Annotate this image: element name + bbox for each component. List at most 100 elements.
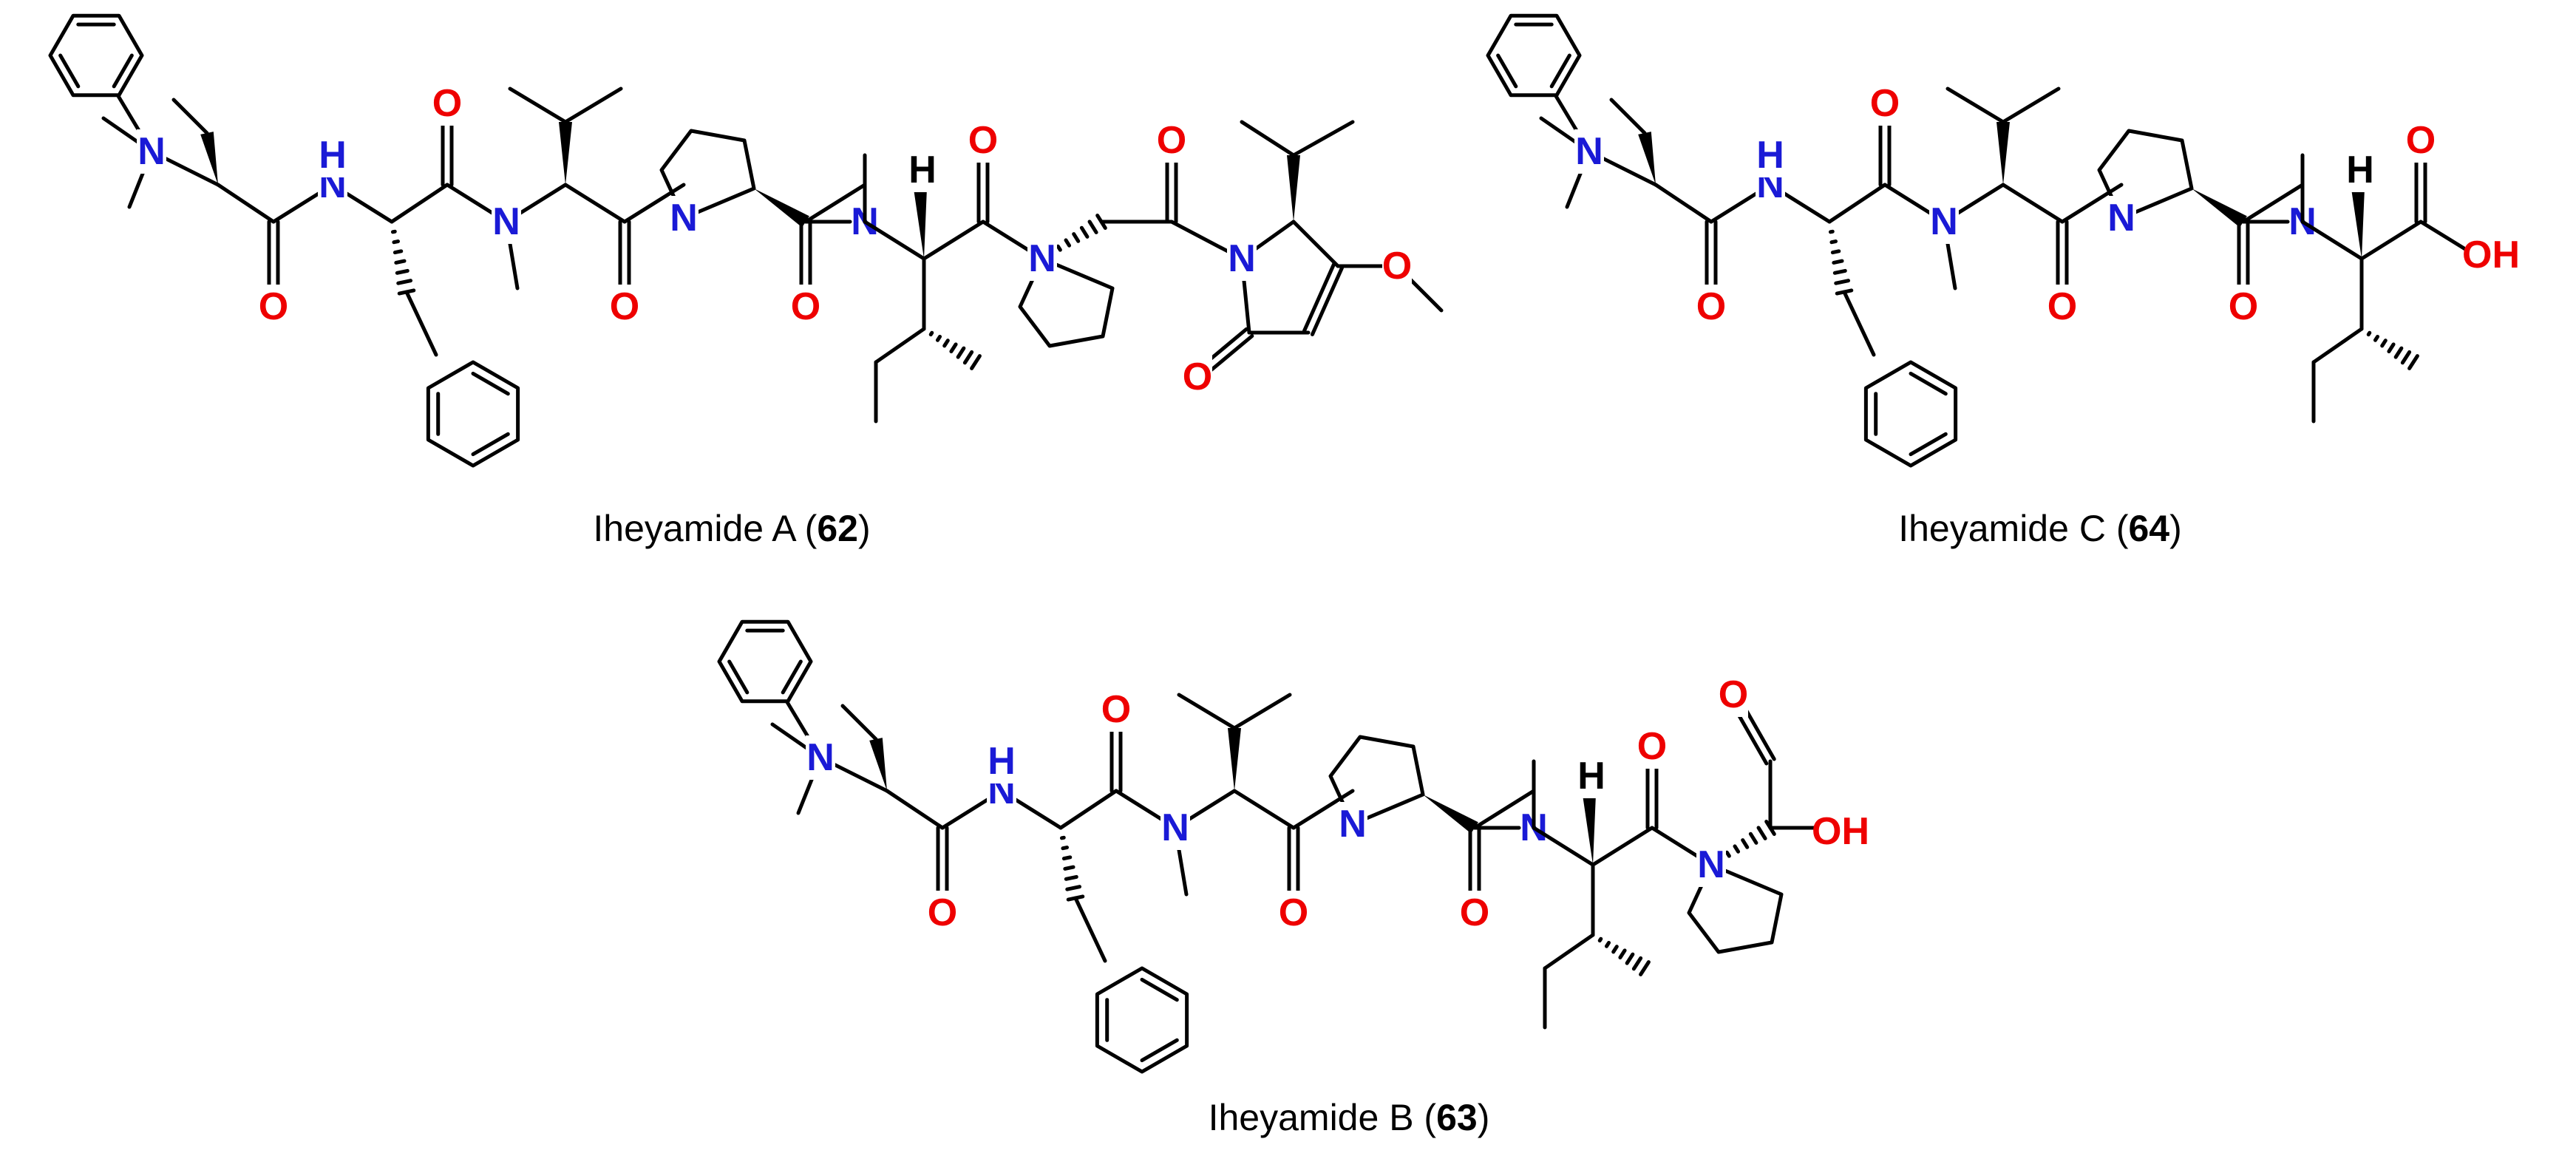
pyrrolidine-ring	[1018, 256, 1115, 348]
bond	[2001, 86, 2061, 124]
bond	[563, 183, 627, 224]
oxygen-atom: O	[791, 285, 820, 328]
stereo-hydrogen: H	[908, 149, 937, 191]
compound-number-c: 64	[2128, 508, 2169, 549]
bond	[216, 183, 276, 224]
hash-bond	[1828, 229, 1835, 234]
wedge-bond	[200, 132, 218, 185]
hash-bond	[1056, 244, 1062, 252]
bond	[2001, 183, 2064, 224]
pyrrolidine-ring	[1687, 863, 1784, 954]
oxygen-atom: O	[1183, 356, 1212, 398]
stereo-hydrogen: H	[2346, 149, 2374, 191]
hash-bond	[390, 229, 397, 234]
oxygen-atom: O	[610, 285, 639, 328]
hash-bond	[949, 342, 958, 354]
hash-bond	[1063, 865, 1075, 871]
atom-mask	[259, 285, 288, 329]
hash-bond	[1059, 835, 1066, 840]
nitrogen-atom: N	[2107, 197, 2135, 239]
nitrogen-atom: N	[1930, 200, 1958, 243]
hydroxyl-group: OH	[1812, 810, 1869, 853]
compound-label-b: Iheyamide B (63)	[1209, 1097, 1490, 1138]
nitrogen-atom: N	[1697, 843, 1725, 886]
bond	[1532, 826, 1595, 867]
atom-mask	[2345, 148, 2375, 192]
hash-bond	[928, 330, 934, 337]
bond	[1073, 896, 1107, 963]
atom-mask	[1460, 891, 1489, 935]
hash-bond	[1756, 826, 1767, 840]
atom-mask	[1382, 244, 1412, 288]
bond	[1291, 789, 1355, 830]
benzene-ring	[426, 360, 520, 468]
hash-bond	[956, 346, 966, 359]
atom-mask	[610, 285, 639, 329]
atom-mask	[1338, 802, 1367, 846]
atom-mask	[928, 891, 957, 935]
atom-mask	[987, 739, 1016, 783]
nitrogen-atom: N	[492, 200, 520, 243]
benzene-ring	[48, 13, 144, 98]
atom-mask	[1696, 843, 1726, 887]
bond	[885, 789, 945, 830]
hash-bond	[1618, 948, 1627, 960]
hash-bond	[396, 279, 413, 285]
atom-mask	[492, 200, 521, 244]
bond	[874, 327, 926, 364]
hash-bond	[1625, 952, 1635, 965]
aromatic-bond	[471, 371, 510, 396]
wedge-bond	[1583, 794, 1596, 865]
bond	[1543, 933, 1595, 970]
bond	[803, 183, 867, 224]
hash-bond	[392, 249, 404, 255]
aromatic-bond	[112, 53, 134, 89]
hash-bond	[1830, 249, 1841, 255]
nitrogen-atom: N	[137, 130, 166, 173]
nh-hydrogen: H	[988, 740, 1016, 783]
bond	[922, 220, 985, 261]
bond	[2300, 220, 2364, 261]
hash-bond	[1834, 279, 1851, 285]
hash-bond	[2366, 330, 2372, 337]
carbonyl-bond	[1742, 705, 1776, 761]
nitrogen-atom: N	[1028, 237, 1056, 280]
wedge-bond	[1423, 795, 1478, 834]
hash-bond	[962, 350, 974, 365]
aromatic-bond	[58, 53, 81, 89]
bond	[2241, 183, 2305, 224]
atom-mask	[1577, 754, 1606, 798]
oxygen-atom: O	[928, 891, 957, 934]
wedge-bond	[559, 122, 572, 185]
oxygen-atom: O	[1460, 891, 1489, 934]
atom-mask	[968, 118, 998, 163]
oxygen-atom: O	[1157, 119, 1186, 162]
atom-mask	[1279, 891, 1308, 935]
atom-mask	[1574, 129, 1604, 174]
compound-label-c: Iheyamide C (64)	[1898, 508, 2182, 549]
bond	[1472, 789, 1536, 830]
wedge-bond	[1638, 132, 1656, 185]
bond	[1058, 789, 1118, 830]
bond	[508, 86, 568, 124]
hash-bond	[2407, 354, 2419, 370]
wedge-bond	[914, 188, 927, 259]
oxygen-atom: O	[432, 82, 462, 125]
atom-mask	[2465, 233, 2517, 277]
hash-bond	[2387, 342, 2396, 354]
benzene-ring	[1095, 966, 1189, 1074]
hash-bond	[1611, 945, 1619, 954]
bond	[1291, 120, 1355, 157]
wedge-bond	[2351, 188, 2365, 259]
nitrogen-atom: N	[670, 197, 698, 239]
oxygen-atom: O	[1279, 891, 1308, 934]
hash-bond	[1724, 850, 1731, 858]
hash-bond	[2380, 339, 2388, 348]
aromatic-bond	[781, 659, 803, 695]
hash-bond	[1832, 268, 1847, 275]
bond	[2359, 220, 2423, 261]
oxygen-atom: O	[1870, 82, 1900, 125]
bond	[863, 220, 926, 261]
hash-bond	[970, 354, 982, 370]
